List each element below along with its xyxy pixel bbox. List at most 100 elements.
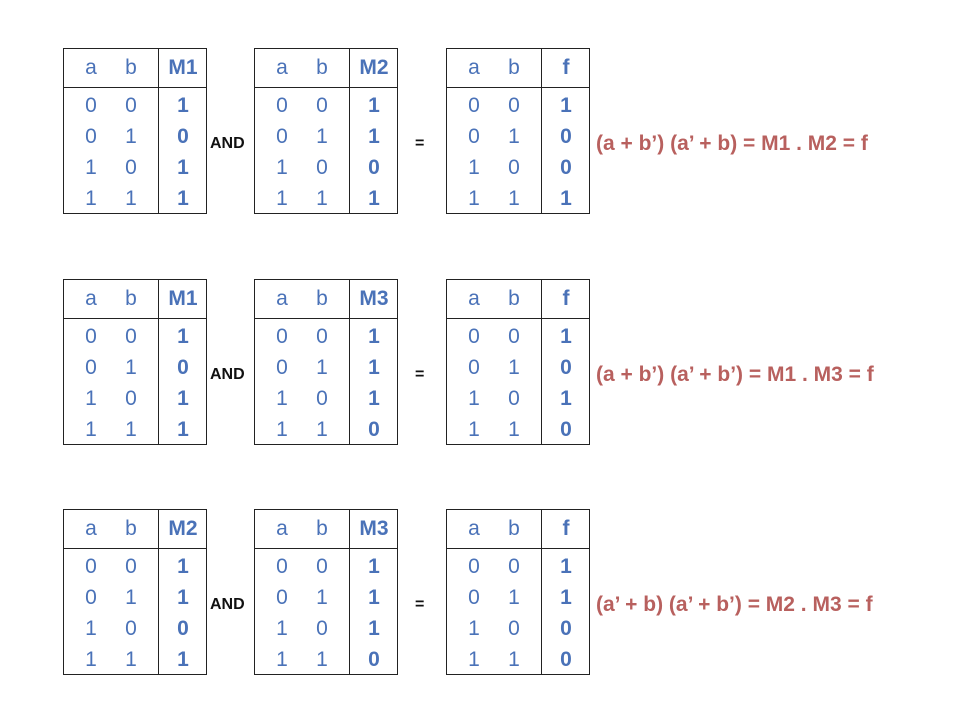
cell-b: 0 [125, 387, 137, 410]
cell-output: 1 [177, 187, 189, 210]
cell-output: 1 [368, 94, 380, 117]
cell-output: 1 [368, 555, 380, 578]
header-output: M2 [168, 517, 198, 540]
header-output: M1 [168, 287, 198, 310]
cell-a: 0 [85, 356, 97, 379]
header-b: b [508, 287, 520, 310]
cell-output: 1 [368, 617, 380, 640]
cell-a: 0 [85, 125, 97, 148]
cell-a: 0 [468, 555, 480, 578]
cell-b: 1 [316, 586, 328, 609]
cell-output: 0 [177, 125, 189, 148]
cell-b: 0 [125, 555, 137, 578]
cell-a: 0 [468, 94, 480, 117]
cell-a: 1 [468, 156, 480, 179]
output-divider [158, 49, 159, 213]
header-b: b [508, 56, 520, 79]
header-a: a [276, 287, 288, 310]
header-a: a [468, 56, 480, 79]
header-a: a [85, 287, 97, 310]
cell-b: 1 [316, 187, 328, 210]
cell-a: 1 [85, 387, 97, 410]
output-divider [158, 510, 159, 674]
output-divider [541, 49, 542, 213]
cell-output: 1 [177, 418, 189, 441]
and-operator: AND [210, 366, 245, 383]
cell-a: 1 [276, 187, 288, 210]
cell-a: 1 [468, 648, 480, 671]
cell-output: 1 [177, 156, 189, 179]
cell-a: 1 [468, 617, 480, 640]
output-divider [349, 49, 350, 213]
cell-b: 0 [125, 156, 137, 179]
cell-b: 1 [508, 418, 520, 441]
cell-a: 1 [276, 648, 288, 671]
cell-b: 1 [508, 125, 520, 148]
header-b: b [125, 56, 137, 79]
header-a: a [85, 517, 97, 540]
cell-output: 0 [368, 648, 380, 671]
header-a: a [85, 56, 97, 79]
cell-b: 0 [125, 617, 137, 640]
cell-output: 1 [560, 387, 572, 410]
cell-b: 1 [316, 418, 328, 441]
header-output: f [562, 56, 570, 79]
cell-output: 1 [368, 356, 380, 379]
cell-output: 1 [177, 325, 189, 348]
cell-output: 1 [560, 586, 572, 609]
header-output: f [562, 287, 570, 310]
cell-a: 1 [276, 387, 288, 410]
header-divider [447, 87, 589, 88]
header-output: M2 [359, 56, 389, 79]
cell-a: 1 [85, 156, 97, 179]
header-output: M1 [168, 56, 198, 79]
output-divider [349, 510, 350, 674]
cell-b: 0 [316, 325, 328, 348]
cell-a: 1 [276, 418, 288, 441]
cell-a: 1 [468, 387, 480, 410]
cell-b: 1 [125, 187, 137, 210]
boolean-equation: (a’ + b) (a’ + b’) = M2 . M3 = f [596, 593, 873, 616]
cell-a: 0 [85, 94, 97, 117]
header-a: a [276, 517, 288, 540]
cell-b: 1 [125, 125, 137, 148]
header-divider [64, 87, 206, 88]
cell-output: 0 [560, 125, 572, 148]
cell-output: 0 [177, 617, 189, 640]
output-divider [541, 280, 542, 444]
header-divider [64, 548, 206, 549]
equals-sign: = [415, 366, 425, 383]
cell-b: 1 [316, 125, 328, 148]
header-divider [447, 548, 589, 549]
header-b: b [316, 56, 328, 79]
cell-a: 0 [468, 325, 480, 348]
header-divider [255, 548, 397, 549]
cell-output: 1 [177, 387, 189, 410]
cell-output: 0 [177, 356, 189, 379]
cell-b: 1 [125, 586, 137, 609]
equals-sign: = [415, 596, 425, 613]
header-a: a [276, 56, 288, 79]
cell-a: 1 [468, 187, 480, 210]
cell-output: 1 [560, 187, 572, 210]
cell-b: 1 [316, 356, 328, 379]
cell-a: 0 [276, 356, 288, 379]
cell-output: 1 [177, 586, 189, 609]
output-divider [541, 510, 542, 674]
cell-output: 0 [560, 617, 572, 640]
cell-output: 1 [560, 94, 572, 117]
cell-a: 0 [85, 555, 97, 578]
cell-output: 0 [368, 418, 380, 441]
cell-b: 0 [508, 387, 520, 410]
cell-b: 0 [125, 325, 137, 348]
cell-output: 0 [560, 356, 572, 379]
